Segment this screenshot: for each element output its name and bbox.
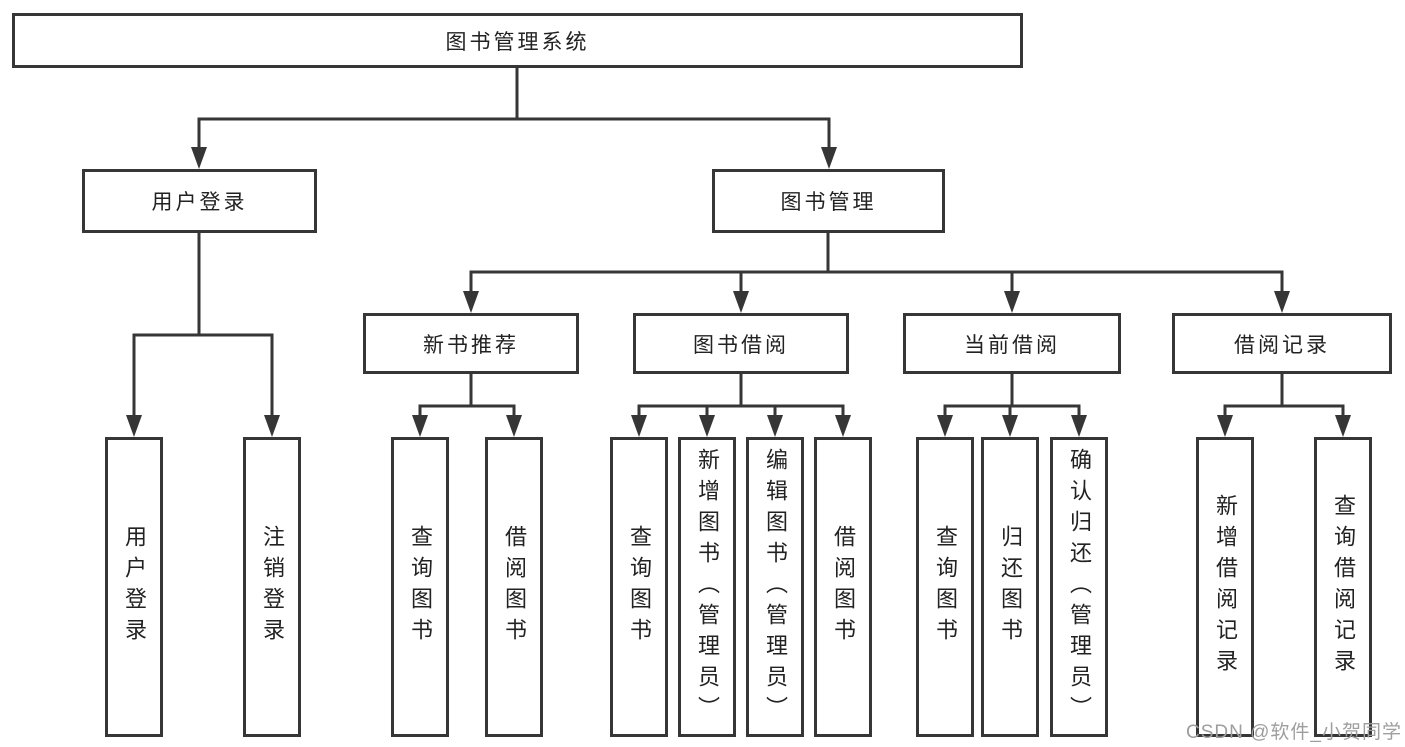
- arrowhead: [821, 147, 837, 169]
- arrowhead: [412, 415, 428, 437]
- arrowhead: [733, 291, 749, 313]
- leaf-logout: 注销登录: [243, 437, 301, 737]
- arrowhead: [191, 147, 207, 169]
- node-label: 查询图书: [627, 525, 652, 649]
- node-new-book-recommend: 新书推荐: [363, 313, 579, 374]
- leaf-confirm-return-admin: 确认归还（管理员）: [1050, 437, 1108, 737]
- node-label: 查询借阅记录: [1331, 494, 1356, 680]
- arrowhead: [126, 415, 142, 437]
- connector-book-management: [469, 232, 1284, 296]
- leaf-edit-book-admin: 编辑图书（管理员）: [746, 437, 804, 737]
- node-label: 新增借阅记录: [1213, 494, 1238, 680]
- arrowhead: [264, 415, 280, 437]
- node-label: 查询图书: [408, 525, 433, 649]
- node-label: 归还图书: [998, 525, 1023, 649]
- arrowhead: [463, 291, 479, 313]
- arrowhead: [767, 415, 783, 437]
- leaf-return-book: 归还图书: [981, 437, 1039, 737]
- node-label: 借阅图书: [502, 525, 527, 649]
- node-label: 当前借阅: [964, 333, 1060, 357]
- connector-new-book-recommend: [418, 374, 516, 419]
- node-label: 确认归还（管理员）: [1067, 447, 1092, 727]
- leaf-query-books-current: 查询图书: [916, 437, 974, 737]
- arrowhead: [506, 415, 522, 437]
- arrowhead: [1217, 415, 1233, 437]
- leaf-query-borrow-record: 查询借阅记录: [1314, 437, 1372, 737]
- connector-book-borrow: [637, 374, 845, 419]
- node-label: 借阅图书: [831, 525, 856, 649]
- leaf-add-borrow-record: 新增借阅记录: [1196, 437, 1254, 737]
- arrowhead: [1335, 415, 1351, 437]
- node-label: 新书推荐: [423, 333, 519, 357]
- connector-user-login: [132, 233, 274, 419]
- arrowhead: [1004, 291, 1020, 313]
- leaf-user-login: 用户登录: [105, 437, 163, 737]
- leaf-query-books-borrow: 查询图书: [610, 437, 668, 737]
- arrowhead: [835, 415, 851, 437]
- arrowhead: [1071, 415, 1087, 437]
- leaf-add-book-admin: 新增图书（管理员）: [678, 437, 736, 737]
- node-current-borrow: 当前借阅: [903, 313, 1121, 374]
- node-label: 新增图书（管理员）: [695, 447, 720, 727]
- node-label: 用户登录: [151, 191, 248, 214]
- leaf-query-books-recommend: 查询图书: [391, 437, 449, 737]
- connector-root: [197, 68, 831, 150]
- leaf-borrow-books-recommend: 借阅图书: [485, 437, 543, 737]
- node-label: 图书借阅: [693, 333, 789, 357]
- node-label: 图书管理: [780, 191, 877, 214]
- node-user-login: 用户登录: [82, 169, 317, 233]
- node-borrow-records: 借阅记录: [1172, 313, 1392, 374]
- arrowhead: [699, 415, 715, 437]
- node-label: 用户登录: [122, 525, 147, 649]
- node-label: 图书管理系统: [445, 30, 590, 54]
- node-book-management: 图书管理: [712, 169, 945, 233]
- leaf-borrow-books: 借阅图书: [814, 437, 872, 737]
- node-book-borrow: 图书借阅: [633, 313, 849, 374]
- arrowhead: [1002, 415, 1018, 437]
- node-label: 编辑图书（管理员）: [763, 447, 788, 727]
- arrowhead: [631, 415, 647, 437]
- arrowhead: [1274, 291, 1290, 313]
- node-library-system: 图书管理系统: [12, 13, 1023, 68]
- connector-current-borrow: [943, 374, 1081, 419]
- arrowhead: [937, 415, 953, 437]
- node-label: 查询图书: [933, 525, 958, 649]
- node-label: 借阅记录: [1234, 333, 1330, 357]
- connector-borrow-records: [1223, 374, 1345, 419]
- arrowheads: [126, 147, 1351, 437]
- node-label: 注销登录: [260, 525, 285, 649]
- watermark-csdn: CSDN @软件_小贺同学: [1186, 722, 1402, 743]
